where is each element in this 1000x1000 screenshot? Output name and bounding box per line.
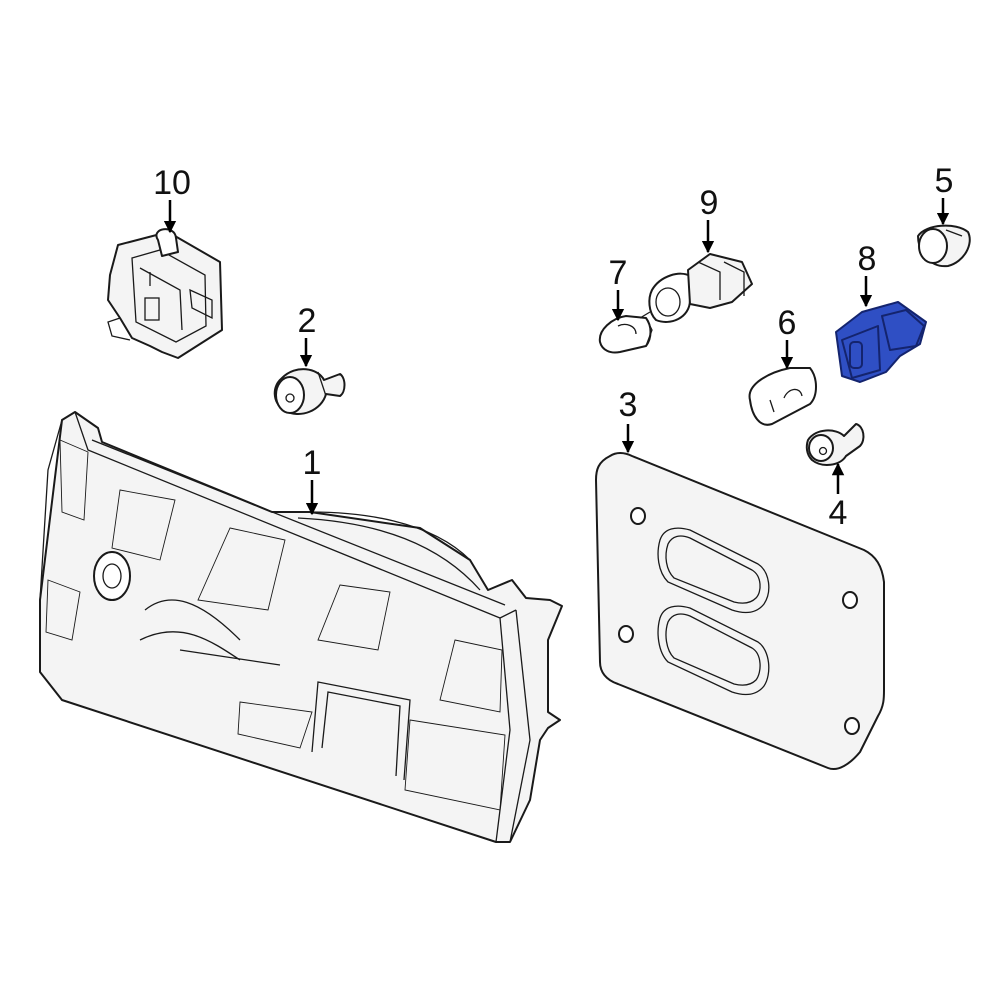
part-4-push-clip[interactable] bbox=[805, 423, 865, 466]
leader-arrows bbox=[163, 198, 950, 516]
callout-10[interactable]: 10 bbox=[153, 164, 191, 202]
part-7-wedge-bulb[interactable] bbox=[598, 315, 653, 354]
part-5-grommet[interactable] bbox=[917, 224, 971, 268]
callout-labels: 10 2 1 9 7 5 8 6 3 4 bbox=[153, 162, 953, 532]
part-8-connector-highlighted[interactable] bbox=[835, 301, 927, 383]
callout-1[interactable]: 1 bbox=[303, 444, 322, 482]
callout-2[interactable]: 2 bbox=[298, 302, 317, 340]
part-3-gasket[interactable] bbox=[595, 452, 885, 770]
callout-3[interactable]: 3 bbox=[619, 386, 638, 424]
part-10-socket-bracket[interactable] bbox=[107, 228, 223, 359]
callout-4[interactable]: 4 bbox=[829, 494, 848, 532]
part-6-bulb[interactable] bbox=[748, 367, 817, 426]
part-2-retainer-clip[interactable] bbox=[273, 368, 346, 415]
callout-6[interactable]: 6 bbox=[778, 304, 797, 342]
callout-5[interactable]: 5 bbox=[935, 162, 954, 200]
callout-9[interactable]: 9 bbox=[700, 184, 719, 222]
callout-8[interactable]: 8 bbox=[858, 240, 877, 278]
callout-7[interactable]: 7 bbox=[609, 254, 628, 292]
part-9-bulb-socket[interactable] bbox=[639, 253, 753, 323]
part-1-lamp-lens-housing[interactable] bbox=[39, 411, 563, 843]
